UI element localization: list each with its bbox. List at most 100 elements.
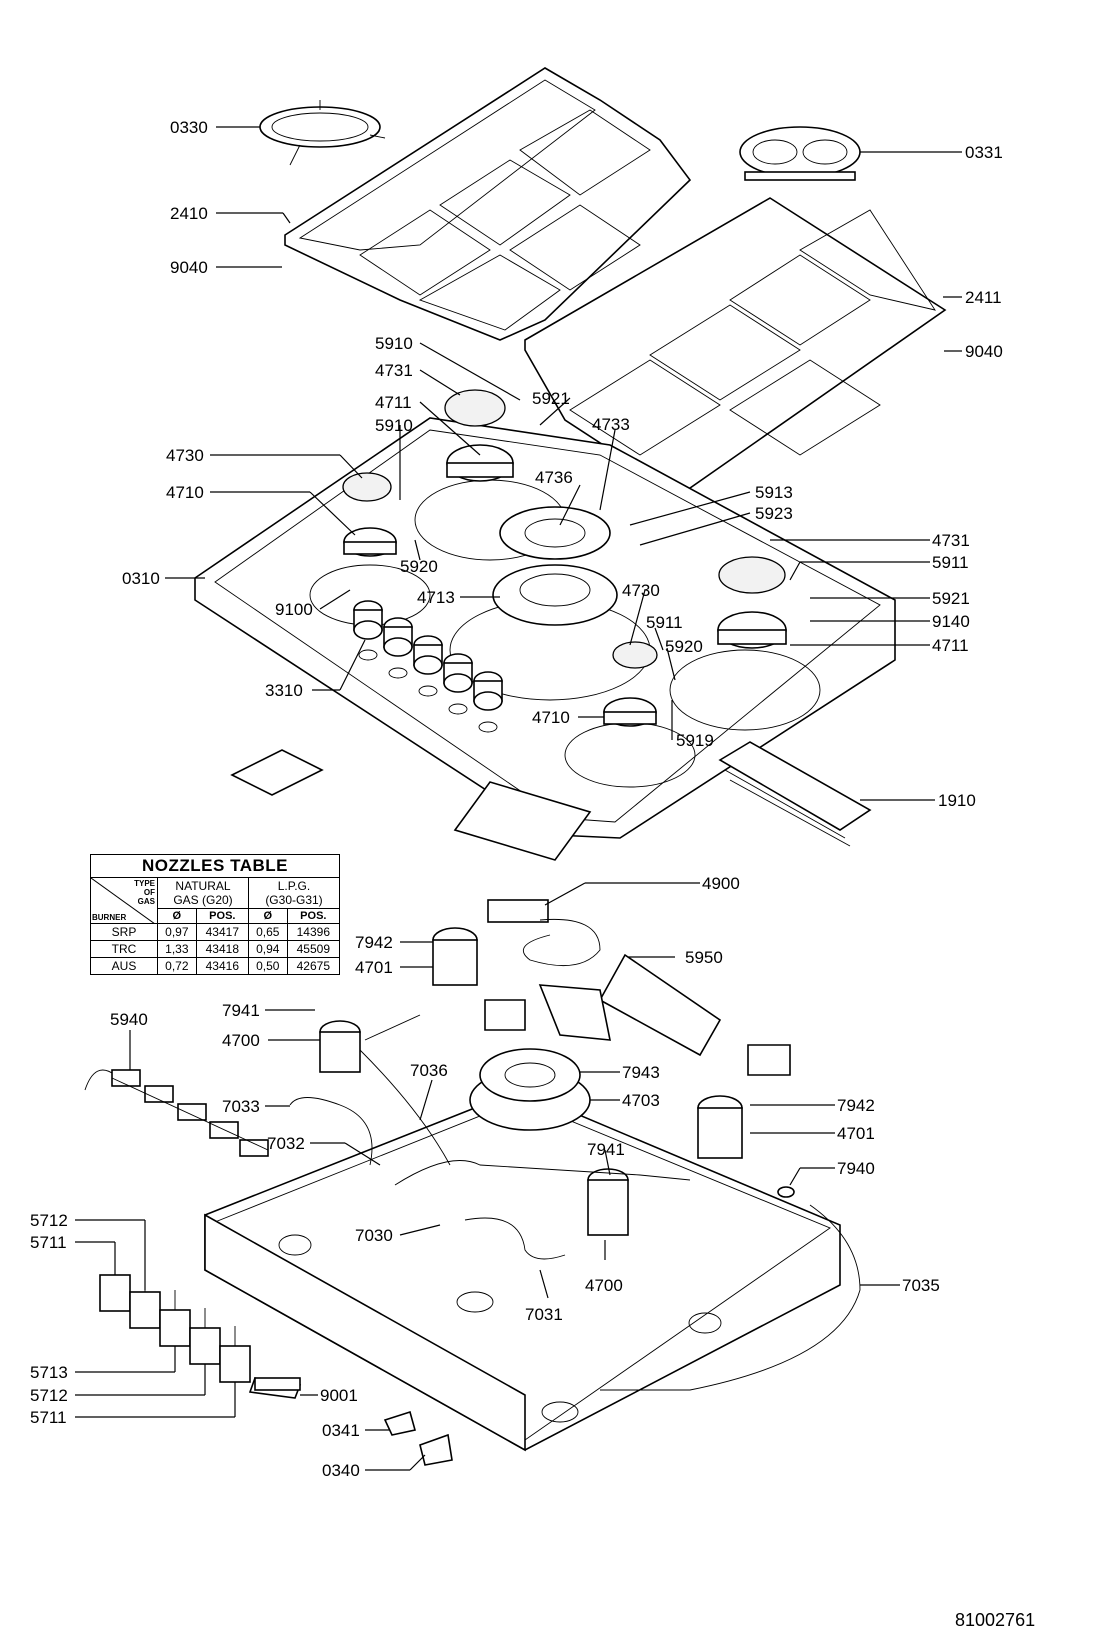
lpg-line2: (G30-G31)	[265, 893, 323, 907]
burner-caps	[342, 389, 787, 727]
lpg-line1: L.P.G.	[277, 879, 311, 893]
leader-lines	[75, 126, 962, 1471]
lpg-pos-header: POS.	[286, 908, 341, 924]
lpg-diameter-cell: 0,94	[247, 940, 288, 958]
callout-7030: 7030	[355, 1226, 393, 1245]
lpg-diameter-cell: 0,65	[247, 923, 288, 941]
table-header-row: TYPE OF GAS BURNER NATURAL GAS (G20) L.P…	[90, 877, 341, 924]
burner-cell: TRC	[90, 940, 158, 958]
callout-4730: 4730	[622, 581, 660, 600]
ng-pos-cell: 43418	[195, 940, 249, 958]
callout-5711: 5711	[30, 1233, 67, 1252]
callout-9040: 9040	[170, 258, 208, 277]
callout-9100: 9100	[275, 600, 313, 619]
instruction-booklet	[230, 749, 324, 796]
callout-7031: 7031	[525, 1305, 563, 1324]
gas-pipes	[289, 1014, 861, 1391]
callout-7036: 7036	[410, 1061, 448, 1080]
callout-9001: 9001	[320, 1386, 358, 1405]
callout-3310: 3310	[265, 681, 303, 700]
callout-7942: 7942	[837, 1096, 875, 1115]
ng-diameter-header: Ø	[157, 908, 197, 924]
callout-9140: 9140	[932, 612, 970, 631]
callout-4700: 4700	[585, 1276, 623, 1295]
callout-4703: 4703	[622, 1091, 660, 1110]
callout-7943: 7943	[622, 1063, 660, 1082]
callout-4733: 4733	[592, 415, 630, 434]
ng-diameter-cell: 0,72	[157, 957, 197, 975]
wok-support-0330	[259, 100, 386, 166]
callout-4700: 4700	[222, 1031, 260, 1050]
callout-4710: 4710	[166, 483, 204, 502]
callout-5950: 5950	[685, 948, 723, 967]
burner-label: BURNER	[92, 913, 127, 922]
lpg-header: L.P.G. (G30-G31)	[247, 877, 341, 909]
callout-5913: 5913	[755, 483, 793, 502]
accessory-mat	[453, 781, 592, 861]
ng-pos-cell: 43416	[195, 957, 249, 975]
table-title-row: NOZZLES TABLE	[90, 854, 340, 878]
triple-crown-burner-body	[469, 1048, 591, 1131]
callout-0331: 0331	[965, 143, 1003, 162]
callout-0330: 0330	[170, 118, 208, 137]
callout-0310: 0310	[122, 569, 160, 588]
callout-2410: 2410	[170, 204, 208, 223]
burner-cell: AUS	[90, 957, 158, 975]
callout-labels: 0330 0331 2410 9040 2411 9040 5910 4731 …	[30, 118, 1003, 1480]
table-row: TRC 1,33 43418 0,94 45509	[90, 940, 341, 958]
callout-4710: 4710	[532, 708, 570, 727]
lpg-diameter-header: Ø	[247, 908, 288, 924]
document-number: 81002761	[955, 1610, 1036, 1630]
nozzles-table: NOZZLES TABLE TYPE OF GAS BURNER NATURAL…	[90, 854, 341, 975]
callout-7941: 7941	[587, 1140, 625, 1159]
callout-4711: 4711	[375, 393, 412, 412]
callout-1910: 1910	[938, 791, 976, 810]
callout-4730: 4730	[166, 446, 204, 465]
control-knobs-3310	[353, 600, 503, 711]
callout-4701: 4701	[837, 1124, 875, 1143]
simmer-plate-0331	[739, 126, 861, 181]
callout-9040: 9040	[965, 342, 1003, 361]
callout-5712: 5712	[30, 1386, 68, 1405]
callout-5940: 5940	[110, 1010, 148, 1029]
callout-4900: 4900	[702, 874, 740, 893]
callout-7033: 7033	[222, 1097, 260, 1116]
callout-4701: 4701	[355, 958, 393, 977]
callout-5923: 5923	[755, 504, 793, 523]
ng-pos-header: POS.	[195, 908, 249, 924]
ng-diameter-cell: 0,97	[157, 923, 197, 941]
callout-5919: 5919	[676, 731, 714, 750]
table-subheader-row: Ø POS. Ø POS.	[91, 908, 341, 924]
callout-5911: 5911	[932, 553, 969, 572]
callout-4713: 4713	[417, 588, 455, 607]
type-of-gas-label: TYPE OF GAS	[134, 879, 155, 906]
callout-5910: 5910	[375, 416, 413, 435]
lpg-diameter-cell: 0,50	[247, 957, 288, 975]
callout-5711: 5711	[30, 1408, 67, 1427]
pipe-clamp-9001	[254, 1377, 301, 1391]
ng-diameter-cell: 1,33	[157, 940, 197, 958]
callout-2411: 2411	[965, 288, 1002, 307]
callout-0341: 0341	[322, 1421, 360, 1440]
ng-pos-cell: 43417	[195, 923, 249, 941]
callout-5713: 5713	[30, 1363, 68, 1382]
diagonal-divider	[91, 878, 155, 924]
callout-4736: 4736	[535, 468, 573, 487]
callout-5921: 5921	[932, 589, 970, 608]
table-title: NOZZLES TABLE	[90, 854, 340, 878]
callout-5911: 5911	[646, 613, 683, 632]
callout-7942: 7942	[355, 933, 393, 952]
callout-5921: 5921	[532, 389, 570, 408]
natural-gas-line2: GAS (G20)	[173, 893, 233, 907]
callout-4711: 4711	[932, 636, 969, 655]
callout-4731: 4731	[932, 531, 970, 550]
table-row: SRP 0,97 43417 0,65 14396	[90, 923, 341, 941]
brackets	[248, 999, 791, 1466]
callout-5910: 5910	[375, 334, 413, 353]
safety-valves	[319, 927, 743, 1236]
callout-7032: 7032	[267, 1134, 305, 1153]
gas-taps	[99, 1255, 251, 1383]
callout-7940: 7940	[837, 1159, 875, 1178]
corner-header-cell: TYPE OF GAS BURNER	[90, 877, 158, 924]
